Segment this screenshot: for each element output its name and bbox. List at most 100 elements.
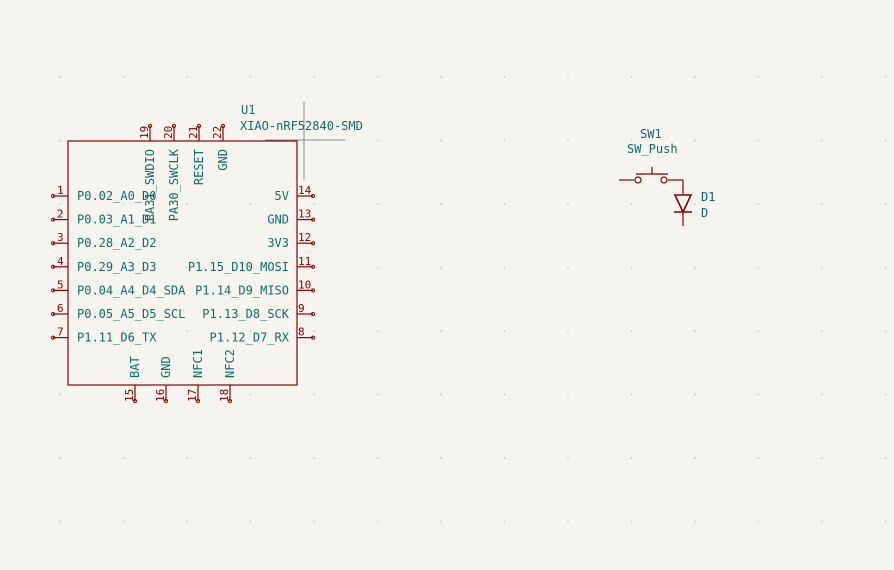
pin-end — [197, 124, 201, 128]
grid-dot — [59, 139, 61, 142]
grid-dot — [440, 266, 442, 269]
pin-end — [228, 399, 232, 403]
grid-dot — [757, 457, 760, 459]
pin-number: 9 — [298, 302, 305, 315]
grid-dot — [821, 393, 823, 396]
grid-dot — [694, 203, 696, 205]
grid-dot — [376, 76, 379, 78]
d1-value[interactable]: D — [701, 206, 708, 220]
grid-dot — [186, 266, 188, 269]
pin-end — [51, 241, 55, 246]
grid-dot — [440, 203, 442, 205]
grid-dot — [59, 203, 61, 205]
grid-dot — [249, 520, 252, 523]
grid-dot — [821, 520, 823, 523]
grid-dot — [630, 457, 633, 459]
grid-dot — [567, 203, 569, 205]
pin-number: 11 — [298, 255, 311, 268]
u1-pin-11[interactable]: 11 P1.15_D10_MOSI — [188, 255, 315, 274]
grid-dot — [249, 393, 252, 396]
pin-end — [311, 194, 315, 198]
u1-reference[interactable]: U1 — [241, 103, 255, 117]
grid-dot — [122, 266, 125, 269]
pin-end — [311, 335, 315, 340]
pin-number: 12 — [298, 231, 311, 244]
pin-number: 19 — [138, 126, 151, 139]
grid-dot — [249, 457, 252, 459]
grid-dot — [376, 457, 379, 459]
grid-dot — [59, 393, 61, 396]
grid-dot — [503, 76, 506, 78]
sw1-value[interactable]: SW_Push — [627, 142, 678, 156]
grid-dot — [694, 457, 696, 459]
grid-dot — [249, 203, 252, 205]
pin-number: 17 — [186, 389, 199, 402]
u1-value[interactable]: XIAO-nRF52840-SMD — [240, 119, 363, 133]
grid-dot — [186, 330, 188, 332]
grid-dot — [567, 330, 569, 332]
sw1-symbol[interactable]: SW1 SW_Push — [619, 127, 684, 194]
grid-dot — [821, 76, 823, 78]
grid-dot — [884, 457, 887, 459]
grid-dot — [376, 266, 379, 269]
grid-dot — [122, 203, 125, 205]
crosshair-cursor — [265, 102, 345, 180]
pin-name: BAT — [128, 356, 142, 378]
grid-dot — [694, 330, 696, 332]
d1-reference[interactable]: D1 — [701, 190, 715, 204]
pin-number: 5 — [57, 278, 64, 291]
grid-dot — [503, 266, 506, 269]
pin-end — [196, 399, 200, 403]
pin-number: 14 — [298, 184, 312, 197]
sw1-reference[interactable]: SW1 — [640, 127, 662, 141]
grid-dot — [821, 139, 823, 142]
grid-dot — [122, 393, 125, 396]
pin-end — [51, 288, 55, 293]
pin-name: P0.29_A3_D3 — [77, 260, 156, 274]
grid-dot — [249, 330, 252, 332]
grid-dot — [440, 520, 442, 523]
pin-number: 20 — [162, 126, 175, 139]
d1-symbol[interactable]: D1 D — [673, 190, 715, 226]
pin-name: PA30_SWCLK — [167, 148, 181, 221]
sw1-graphic — [619, 167, 684, 194]
grid-dot — [59, 330, 61, 332]
pin-name: P0.02_A0_D0 — [77, 189, 156, 203]
pin-name: P1.15_D10_MOSI — [188, 260, 289, 274]
pin-number: 13 — [298, 208, 311, 221]
pin-name: GND — [216, 149, 230, 171]
grid-dot — [567, 76, 569, 78]
pin-name: NFC2 — [223, 349, 237, 378]
grid-dot — [757, 266, 760, 269]
grid-dot — [376, 203, 379, 205]
u1-pin-8[interactable]: 8P1.12_D7_RX — [210, 326, 315, 345]
grid-dot — [122, 457, 125, 459]
grid-dot — [694, 520, 696, 523]
grid-dot — [503, 139, 506, 142]
grid-dot — [630, 393, 633, 396]
u1-pin-9[interactable]: 9P1.13_D8_SCK — [202, 302, 315, 321]
grid-dot — [440, 139, 442, 142]
grid-dot — [313, 203, 315, 205]
